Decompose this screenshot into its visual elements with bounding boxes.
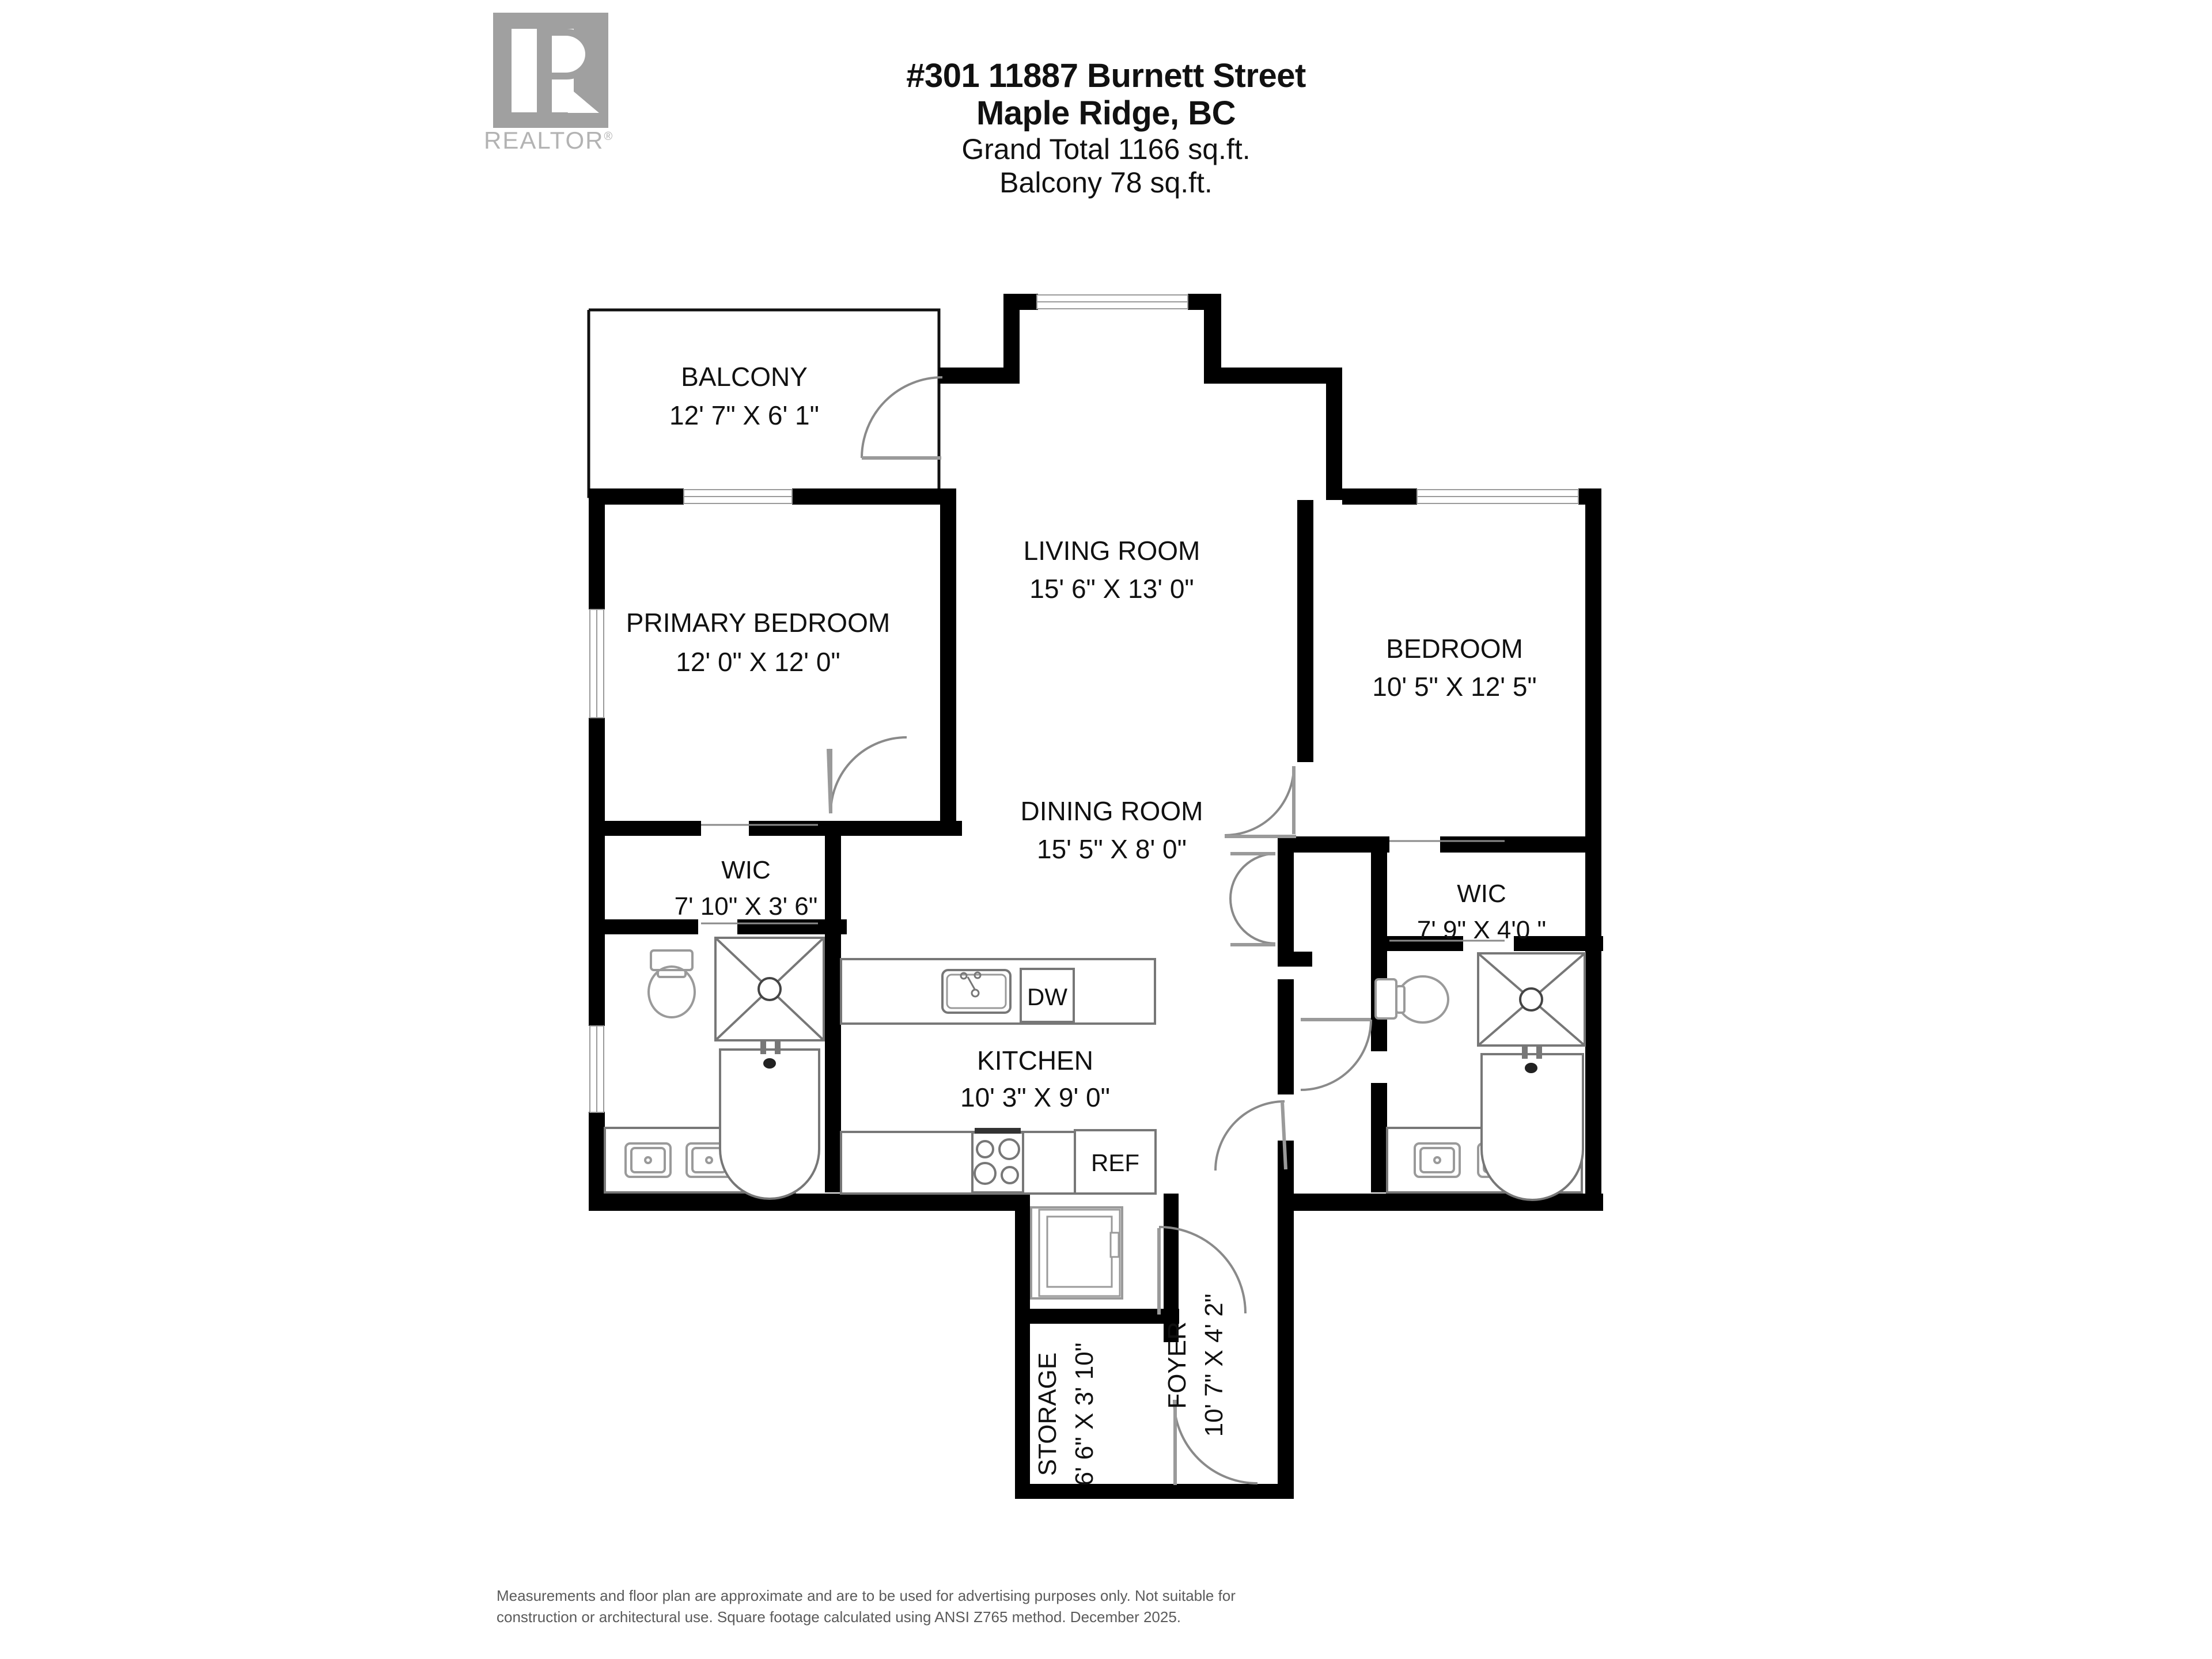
room-dims-wic-left: 7' 10" X 3' 6" <box>675 892 818 921</box>
room-label-wic-right: WIC <box>1457 880 1506 908</box>
room-label-storage: STORAGE <box>1033 1353 1062 1476</box>
kitchen-group <box>840 958 1157 1195</box>
cooktop-icon <box>971 1128 1024 1194</box>
left-bathroom-fixtures <box>604 937 825 1200</box>
room-dims-foyer: 10' 7" X 4' 2" <box>1200 1294 1228 1437</box>
room-label-living-room: LIVING ROOM <box>1024 536 1200 566</box>
room-label-wic-left: WIC <box>721 856 771 884</box>
washer-dryer-icon <box>1030 1206 1123 1300</box>
toilet-left-icon <box>647 949 696 1018</box>
registered-mark-icon: ® <box>604 130 614 143</box>
room-dims-balcony: 12' 7" X 6' 1" <box>669 400 819 430</box>
grand-total-area: Grand Total 1166 sq.ft. <box>961 132 1251 165</box>
room-dims-storage: 6' 6" X 3' 10" <box>1070 1343 1099 1486</box>
room-label-group: BALCONY 12' 7" X 6' 1" PRIMARY BEDROOM 1… <box>626 362 1546 1486</box>
room-label-bedroom: BEDROOM <box>1386 634 1523 664</box>
room-dims-kitchen: 10' 3" X 9' 0" <box>960 1082 1110 1112</box>
balcony-area: Balcony 78 sq.ft. <box>999 166 1213 199</box>
disclaimer-line-1: Measurements and floor plan are approxim… <box>497 1587 1236 1604</box>
refrigerator-icon <box>1074 1129 1157 1195</box>
right-bathroom-fixtures <box>1374 952 1586 1201</box>
bathtub-left-icon <box>719 1041 820 1200</box>
room-label-foyer: FOYER <box>1163 1321 1191 1409</box>
realtor-logo: REALTOR® <box>484 13 616 165</box>
closet-door-group <box>701 824 1505 942</box>
appliance-label-group: DW REF <box>1027 983 1139 1176</box>
room-dims-wic-right: 7' 9" X 4'0 " <box>1417 916 1546 944</box>
door-swing-group <box>827 376 1372 1485</box>
room-dims-primary-bedroom: 12' 0" X 12' 0" <box>676 647 840 677</box>
room-dims-living-room: 15' 6" X 13' 0" <box>1029 574 1194 604</box>
disclaimer-line-2: construction or architectural use. Squar… <box>497 1608 1181 1626</box>
wall-group <box>589 294 1603 1499</box>
bathtub-right-icon <box>1480 1046 1584 1201</box>
shower-left-icon <box>714 937 825 1041</box>
room-dims-bedroom: 10' 5" X 12' 5" <box>1372 672 1537 702</box>
realtor-r-mark <box>493 13 608 128</box>
room-label-primary-bedroom: PRIMARY BEDROOM <box>626 608 890 638</box>
room-label-dining-room: DINING ROOM <box>1021 796 1203 826</box>
address-line-2: Maple Ridge, BC <box>976 94 1236 132</box>
room-label-kitchen: KITCHEN <box>977 1046 1093 1075</box>
shower-right-icon <box>1477 952 1586 1047</box>
plan-header: REALTOR® #301 11887 Burnett Street Maple… <box>0 0 2212 248</box>
realtor-wordmark-text: REALTOR <box>484 127 604 154</box>
title-block: #301 11887 Burnett Street Maple Ridge, B… <box>680 57 1532 199</box>
kitchen-sink-icon <box>941 969 1012 1014</box>
appliance-label-refrigerator: REF <box>1091 1149 1139 1176</box>
room-dims-dining-room: 15' 5" X 8' 0" <box>1037 834 1187 864</box>
room-label-balcony: BALCONY <box>681 362 808 392</box>
disclaimer: Measurements and floor plan are approxim… <box>497 1585 1418 1628</box>
toilet-right-icon <box>1374 975 1449 1024</box>
address-line-1: #301 11887 Burnett Street <box>906 57 1306 94</box>
appliance-label-dishwasher: DW <box>1027 983 1067 1010</box>
realtor-wordmark: REALTOR® <box>484 127 616 154</box>
window-group <box>589 294 1579 1113</box>
logo-r-leg-icon <box>512 29 599 113</box>
dishwasher-icon <box>1020 968 1075 1023</box>
